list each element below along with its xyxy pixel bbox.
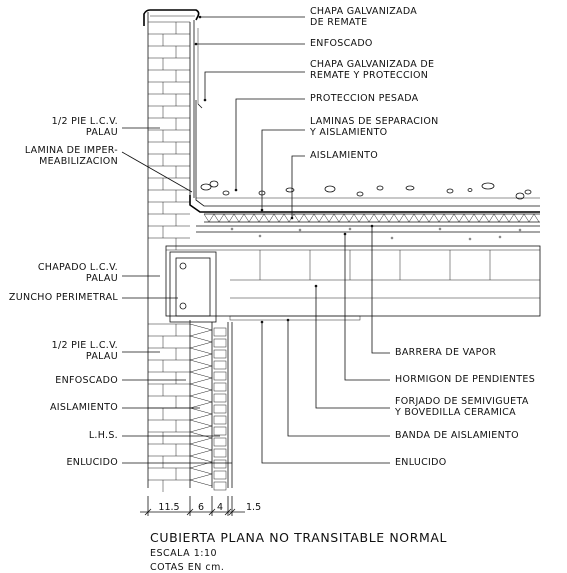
dimension-tick — [186, 508, 194, 516]
dimension-value: 11.5 — [158, 502, 179, 513]
label-pie-lcv-bottom: PALAU — [86, 351, 118, 362]
perimeter-beam — [169, 251, 217, 323]
leader-hormigon-pendientes — [344, 234, 390, 381]
parapet-brick-wall — [147, 12, 191, 250]
label-banda-aislamiento: BANDA DE AISLAMIENTO — [395, 430, 519, 441]
label-laminas-separacion: LAMINAS DE SEPARACION — [310, 116, 439, 127]
dimension-value: 6 — [198, 502, 204, 513]
label-chapado-lcv: PALAU — [86, 273, 118, 284]
drawing-scale: ESCALA 1:10 — [150, 548, 217, 559]
leader-dot-aislamiento-top — [290, 216, 294, 220]
label-proteccion-pesada: PROTECCION PESADA — [310, 93, 419, 104]
label-zuncho: ZUNCHO PERIMETRAL — [9, 292, 118, 303]
leader-proteccion-pesada — [235, 98, 305, 190]
leader-banda-aislamiento — [287, 320, 390, 437]
leader-dot-forjado — [314, 284, 318, 288]
label-chapa-proteccion: CHAPA GALVANIZADA DE — [310, 59, 434, 70]
dimension-tick — [144, 508, 152, 516]
leader-lines — [121, 15, 390, 464]
leader-dot-banda-aislamiento — [286, 318, 290, 322]
waterproof-membrane — [189, 195, 540, 213]
leader-dot-chapa-proteccion — [203, 98, 207, 102]
label-chapa-remate: DE REMATE — [310, 17, 367, 28]
label-aislamiento-top: AISLAMIENTO — [310, 150, 378, 161]
label-forjado: Y BOVEDILLA CERAMICA — [394, 407, 516, 418]
gravel-protection — [196, 180, 540, 200]
label-lhs: L.H.S. — [89, 430, 118, 441]
label-enlucido-right: ENLUCIDO — [395, 457, 447, 468]
leader-chapa-proteccion — [204, 71, 305, 100]
label-forjado: FORJADO DE SEMIVIGUETA — [395, 396, 529, 407]
insulation-layer — [203, 213, 540, 223]
label-chapa-remate: CHAPA GALVANIZADA — [310, 6, 417, 17]
dimension-tick — [224, 508, 232, 516]
label-pie-lcv-top: PALAU — [86, 127, 118, 138]
leader-laminas-separacion — [261, 129, 305, 210]
label-lamina-imper: LAMINA DE IMPER- — [25, 145, 118, 156]
label-pie-lcv-top: 1/2 PIE L.C.V. — [52, 116, 118, 127]
dimension-line: 11.5 6 4 1.5 — [140, 496, 261, 516]
leader-dot-enfoscado-top — [194, 42, 198, 46]
roof-section-structure — [143, 9, 541, 492]
leader-dot-proteccion-pesada — [234, 188, 238, 192]
label-chapado-lcv: CHAPADO L.C.V. — [38, 262, 118, 273]
galvanized-cap-flashing — [143, 9, 200, 26]
label-chapa-proteccion: REMATE Y PROTECCION — [310, 70, 428, 81]
leader-dot-laminas-separacion — [260, 208, 264, 212]
slab-forjado — [165, 245, 541, 321]
lower-wall — [147, 247, 233, 492]
leader-forjado — [315, 286, 390, 409]
leader-dot-enlucido-right — [260, 320, 264, 324]
sloped-concrete — [196, 227, 540, 241]
leader-lamina-imper — [121, 151, 193, 193]
dimension-value: 1.5 — [246, 502, 261, 513]
dimension-value: 4 — [217, 502, 223, 513]
insulation-band — [229, 315, 361, 321]
label-hormigon-pendientes: HORMIGON DE PENDIENTES — [395, 374, 535, 385]
drawing-title: CUBIERTA PLANA NO TRANSITABLE NORMAL — [150, 530, 447, 545]
leader-aislamiento-top — [291, 155, 305, 218]
label-enfoscado-top: ENFOSCADO — [310, 38, 373, 49]
label-enfoscado-left: ENFOSCADO — [55, 375, 118, 386]
dimension-tick — [228, 508, 236, 516]
label-barrera-vapor: BARRERA DE VAPOR — [395, 347, 496, 358]
dimension-tick — [208, 508, 216, 516]
label-laminas-separacion: Y AISLAMIENTO — [309, 127, 387, 138]
leader-dot-barrera-vapor — [370, 224, 374, 228]
label-aislamiento-left: AISLAMIENTO — [50, 402, 118, 413]
leader-enlucido-right — [261, 322, 390, 464]
separation-layer — [195, 100, 540, 207]
leader-barrera-vapor — [371, 226, 390, 354]
label-lamina-imper: MEABILIZACION — [39, 156, 118, 167]
leader-dot-hormigon-pendientes — [343, 232, 347, 236]
label-enlucido-left: ENLUCIDO — [66, 457, 118, 468]
leader-dot-chapa-remate — [198, 15, 202, 19]
drawing-units: COTAS EN cm. — [150, 562, 224, 573]
label-pie-lcv-bottom: 1/2 PIE L.C.V. — [52, 340, 118, 351]
